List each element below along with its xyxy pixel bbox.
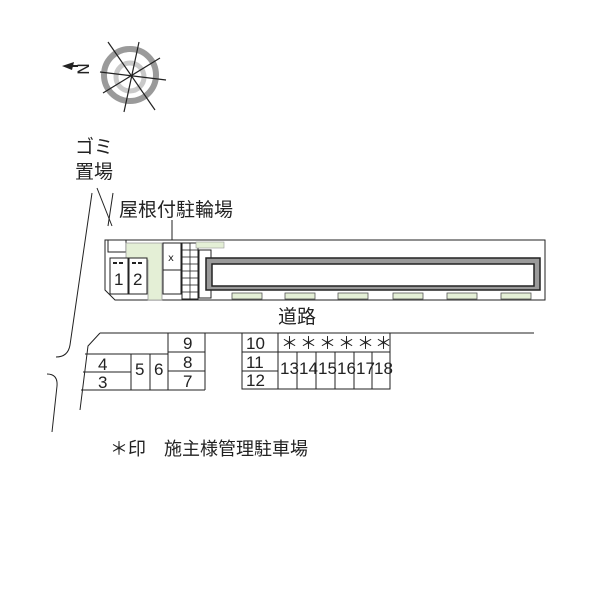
road-label: 道路 [278,306,317,328]
parking-stall-17: 17 [356,359,375,378]
parking-stall-18: 18 [374,359,393,378]
parking-stall-6: 6 [154,360,164,379]
bike-parking-x-mark: x [168,253,174,264]
parking-stall-16: 16 [337,359,356,378]
owner-managed-marker: ＊ [281,334,298,353]
covered-bicycle-parking-label: 屋根付駐輪場 [119,199,234,221]
owner-managed-marker: ＊ [319,334,336,353]
bike-slot-1: 1 [114,270,124,289]
parking-stall-13: 13 [280,359,299,378]
parking-stall-5: 5 [135,360,145,379]
parking-stall-3: 3 [98,373,108,392]
parking-stall-9: 9 [183,334,193,353]
parking-stall-15: 15 [318,359,337,378]
owner-managed-marker: ＊ [375,334,392,353]
building-site [104,239,546,301]
parking-stall-7: 7 [183,372,193,391]
garbage-area-label-line1: ゴミ [75,136,114,158]
owner-managed-marker: ＊ [357,334,374,353]
parking-lot-right [241,332,391,390]
legend-owner-managed-parking: ＊印 施主様管理駐車場 [110,439,308,460]
parking-stall-10: 10 [246,334,265,353]
bike-slot-2: 2 [133,270,143,289]
compass-rose-icon [62,41,167,113]
north-label: N [73,63,93,75]
parking-stall-8: 8 [183,353,193,372]
parking-stall-12: 12 [246,371,265,390]
parking-stall-14: 14 [299,359,318,378]
owner-managed-marker: ＊ [338,334,355,353]
parking-stall-4: 4 [98,355,108,374]
parking-stall-11: 11 [246,353,264,372]
garbage-area-label-line2: 置場 [75,161,114,183]
owner-managed-marker: ＊ [300,334,317,353]
